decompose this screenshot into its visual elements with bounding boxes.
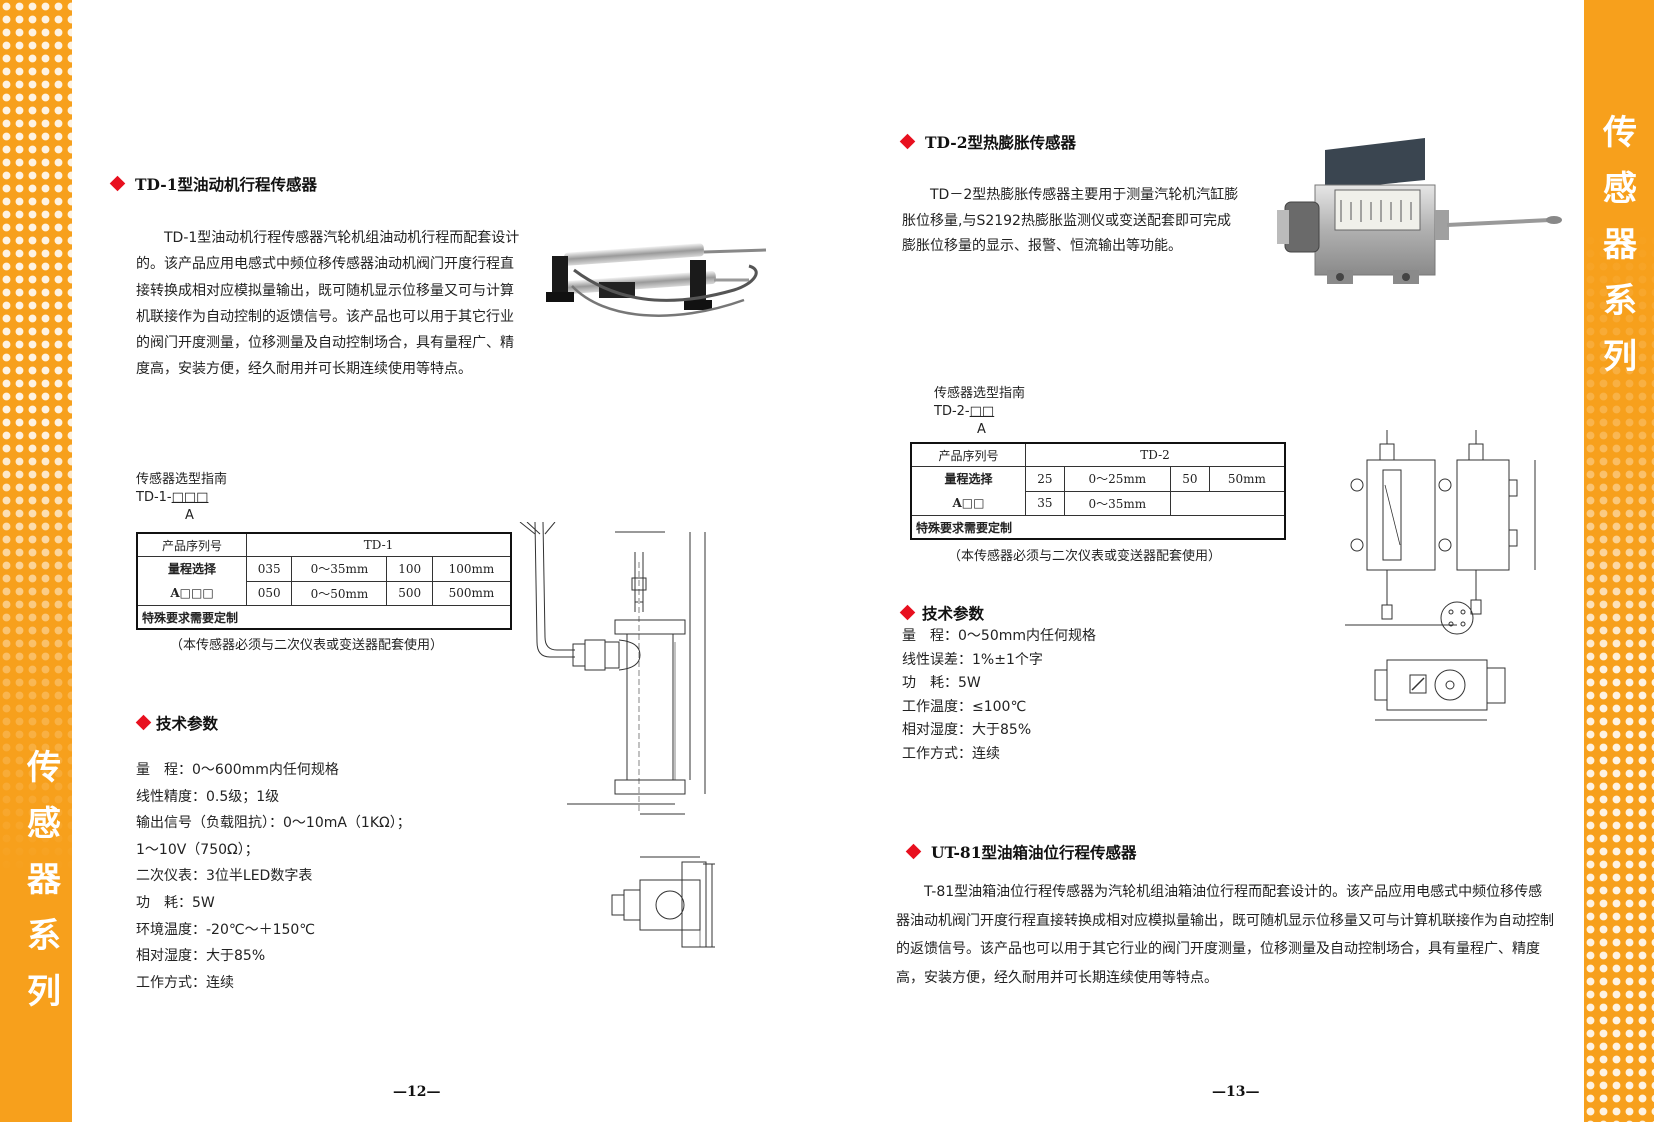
list-item: 二次仪表：3位半LED数字表 bbox=[136, 868, 313, 885]
list-item: 输出信号（负载阻抗）：0～10mA（1KΩ）； bbox=[136, 815, 411, 832]
td1-range-label: 量程选择 A□□□ bbox=[136, 556, 247, 606]
list-item: 相对湿度：大于85% bbox=[902, 722, 1032, 739]
right-band-fade bbox=[1584, 0, 1654, 1122]
td1-params-list: 量 程：0～600mm内任何规格 线性精度：0.5级；1级 输出信号（负载阻抗）… bbox=[136, 757, 411, 996]
list-item: 工作温度：≤100℃ bbox=[902, 698, 1027, 715]
table-cell: 050 bbox=[245, 580, 293, 606]
diamond-bullet-icon bbox=[135, 714, 152, 731]
table-cell: 035 bbox=[245, 556, 293, 582]
table-cell: 100 bbox=[386, 556, 433, 582]
list-item: 量 程：0～600mm内任何规格 bbox=[136, 762, 339, 778]
td2-serial-value: TD-2 bbox=[1025, 442, 1286, 467]
table-cell: 0～50mm bbox=[291, 580, 388, 606]
page-number-13: —13— bbox=[1212, 1084, 1260, 1100]
ut81-description: T-81型油箱油位行程传感器为汽轮机组油箱油位行程而配套设计的。该产品应用电感式… bbox=[896, 884, 1554, 986]
table-cell: 0～35mm bbox=[1063, 490, 1171, 516]
table-cell bbox=[1169, 490, 1286, 516]
td2-special-note: 特殊要求需要定制 bbox=[910, 515, 1286, 540]
table-cell: 500mm bbox=[431, 580, 512, 606]
table-cell: 35 bbox=[1025, 490, 1065, 516]
td2-product-photo bbox=[1277, 138, 1562, 284]
list-item: 1～10V（750Ω）； bbox=[136, 841, 259, 858]
td2-serial-label: 产品序列号 bbox=[910, 442, 1026, 467]
list-item: 线性精度：0.5级；1级 bbox=[136, 788, 280, 805]
td1-product-photo bbox=[546, 243, 767, 317]
list-item: 功 耗：5W bbox=[136, 894, 215, 911]
td2-technical-drawing bbox=[1345, 430, 1536, 721]
td1-guide-code: TD-1-□□□ bbox=[136, 490, 209, 505]
ut81-section-title: UT-81型油箱油位行程传感器 bbox=[905, 841, 1137, 863]
td1-usage-note: （本传感器必须与二次仪表或变送器配套使用） bbox=[170, 638, 444, 653]
td2-guide-code-sub: A bbox=[977, 422, 986, 437]
td2-section-title: TD-2型热膨胀传感器 bbox=[899, 131, 1076, 153]
left-band-fade bbox=[0, 0, 72, 1122]
side-title-right: 传 感 器 系 列 bbox=[1603, 113, 1637, 377]
list-item: 相对湿度：大于85% bbox=[136, 948, 266, 965]
td2-range-label: 量程选择 A□□ bbox=[910, 466, 1026, 516]
td1-special-note: 特殊要求需要定制 bbox=[136, 605, 512, 630]
td2-selection-table: 产品序列号 TD-2 量程选择 A□□ 25 0～25mm 50 50mm 35… bbox=[910, 442, 1286, 540]
table-cell: 0～35mm bbox=[291, 556, 388, 582]
diamond-bullet-icon bbox=[905, 843, 922, 860]
diamond-bullet-icon bbox=[899, 604, 916, 621]
table-cell: 100mm bbox=[431, 556, 512, 582]
td1-description: TD-1型油动机行程传感器汽轮机组油动机行程而配套设计的。该产品应用电感式中频位… bbox=[136, 230, 520, 378]
table-cell: 50 bbox=[1169, 466, 1210, 492]
td2-params-title: 技术参数 bbox=[899, 602, 984, 624]
list-item: 量 程：0～50mm内任何规格 bbox=[902, 628, 1096, 644]
diamond-bullet-icon bbox=[109, 175, 126, 192]
table-cell: 0～25mm bbox=[1063, 466, 1171, 492]
td2-guide-title: 传感器选型指南 bbox=[934, 386, 1026, 401]
td1-technical-drawing bbox=[519, 522, 715, 948]
td2-params-list: 量 程：0～50mm内任何规格 线性误差：1%±1个字 功 耗：5W 工作温度：… bbox=[902, 625, 1096, 767]
td2-description: TD－2型热膨胀传感器主要用于测量汽轮机汽缸膨胀位移量,与S2192热膨胀监测仪… bbox=[902, 187, 1239, 254]
list-item: 线性误差：1%±1个字 bbox=[902, 651, 1043, 668]
list-item: 工作方式：连续 bbox=[902, 745, 1000, 762]
td1-section-title: TD-1型油动机行程传感器 bbox=[109, 173, 317, 195]
td2-guide-code: TD-2-□□ bbox=[934, 404, 995, 419]
td1-serial-label: 产品序列号 bbox=[136, 532, 247, 557]
list-item: 工作方式：连续 bbox=[136, 974, 234, 991]
diamond-bullet-icon bbox=[899, 133, 916, 150]
td1-guide-code-sub: A bbox=[185, 508, 194, 523]
td1-guide-title: 传感器选型指南 bbox=[136, 472, 228, 487]
table-cell: 50mm bbox=[1208, 466, 1286, 492]
td1-serial-value: TD-1 bbox=[246, 532, 512, 557]
table-cell: 25 bbox=[1025, 466, 1065, 492]
td2-usage-note: （本传感器必须与二次仪表或变送器配套使用） bbox=[948, 549, 1222, 564]
list-item: 功 耗：5W bbox=[902, 675, 981, 692]
list-item: 环境温度：-20℃～＋150℃ bbox=[136, 921, 316, 938]
page-number-12: —12— bbox=[393, 1084, 441, 1100]
table-cell: 500 bbox=[386, 580, 433, 606]
side-title-left: 传 感 器 系 列 bbox=[27, 748, 61, 1012]
td1-selection-table: 产品序列号 TD-1 量程选择 A□□□ 035 0～35mm 100 100m… bbox=[136, 532, 512, 630]
td1-params-title: 技术参数 bbox=[135, 712, 218, 734]
